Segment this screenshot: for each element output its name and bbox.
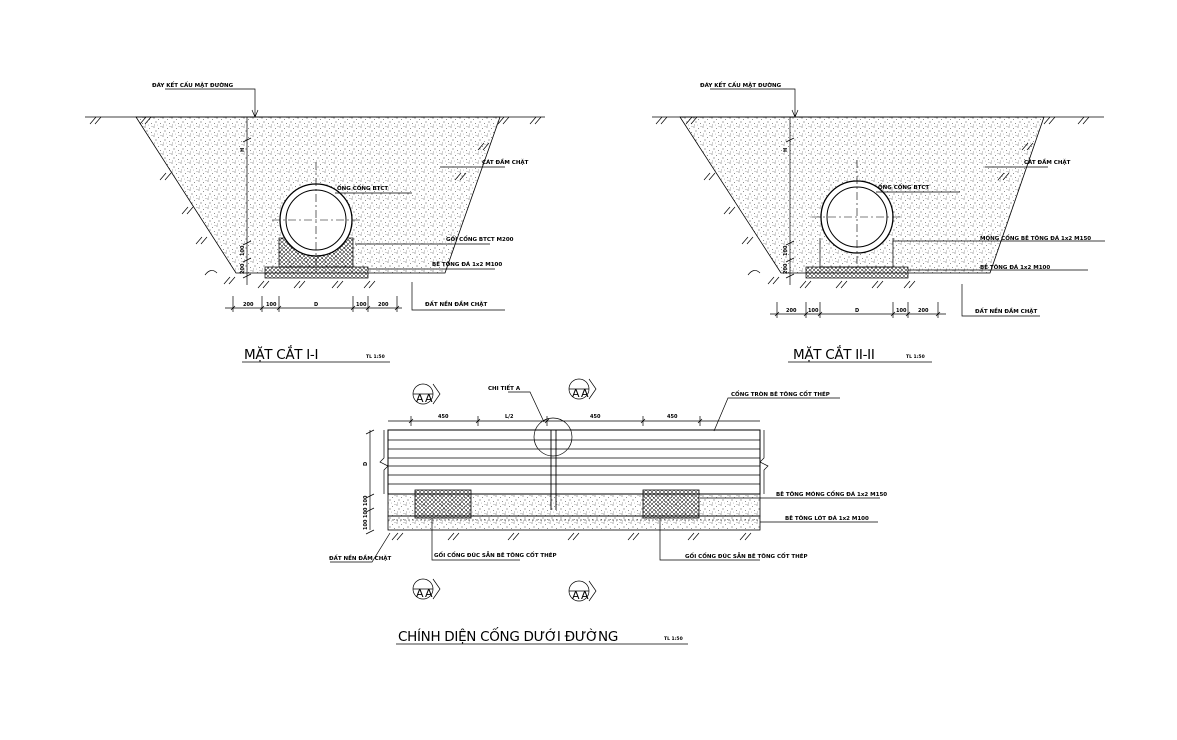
pipe-axis [272,162,360,270]
ground-hatch [89,116,542,289]
label-top-ref: ĐÁY KẾT CẤU MẶT ĐƯỜNG [700,81,782,89]
break-line-right [759,430,769,494]
label-pipe: ỐNG CỐNG BTCT [878,183,929,191]
vdim-0: H [783,148,789,152]
ground-hatch [391,532,752,541]
section-scale: TL 1:50 [906,354,925,360]
bottom-dim-ticks [230,296,400,312]
label-blinding: BÊ TÔNG LÓT ĐÁ 1x2 M100 [785,514,869,522]
dim-0: 200 [243,302,254,308]
svg-text:A: A [581,387,589,400]
vdim-1: 100 [783,245,789,256]
label-cradle: GỐI CỐNG BTCT M200 [446,235,514,243]
svg-text:A: A [425,587,433,600]
label-blinding: BÊ TÔNG ĐÁ 1x2 M100 [432,260,502,268]
joint-rod [550,430,557,510]
dim-2: D [855,308,859,314]
cradle-outline [819,238,894,268]
label-pipe: ỐNG CỐNG BTCT [337,184,388,192]
top-arrow [710,88,799,118]
cradle-left [414,489,472,519]
label-foundation: BÊ TÔNG MÓNG CỐNG ĐÁ 1x2 M150 [776,490,887,498]
dim-4: 200 [918,308,929,314]
top-dim-0: 450 [438,414,449,420]
ground-hatch [655,116,1090,289]
label-top-ref: ĐÁY KẾT CẤU MẶT ĐƯỜNG [152,81,234,89]
elevation: A A A A A A A A 450 L/2 450 450 [329,378,887,645]
elevation-scale: TL 1:50 [664,636,683,642]
dim-0: 200 [786,308,797,314]
detail-circle [533,417,573,457]
vdim-3: 100 [363,519,369,530]
svg-text:A: A [425,392,433,405]
vdim-2: 200 [240,263,246,274]
pipe-lines [388,439,760,485]
svg-text:A: A [572,589,580,602]
label-cradle: MÓNG CỐNG BÊ TÔNG ĐÁ 1x2 M150 [980,234,1091,242]
section-title: MẶT CẮT II-II [793,344,875,363]
label-detail: CHI TIẾT A [488,384,521,392]
blinding-layer [387,515,761,531]
label-ground: ĐẤT NỀN ĐẦM CHẶT [975,306,1038,315]
blinding-layer [805,266,909,279]
pipe-body [387,429,761,495]
section-marker-bottom-left: A A [412,578,441,600]
label-leaders [330,397,880,563]
dim-4: 200 [378,302,389,308]
section-marker-bottom-right: A A [568,580,597,602]
vdim-1: 100 [363,495,369,506]
label-blinding: BÊ TÔNG ĐÁ 1x2 M100 [980,263,1050,271]
label-pipe: CỐNG TRÒN BÊ TÔNG CỐT THÉP [731,390,830,398]
dim-3: 100 [356,302,367,308]
elevation-title: CHÍNH DIỆN CỐNG DƯỚI ĐƯỜNG [398,626,618,645]
top-arrow [165,88,259,118]
section-title: MẶT CẮT I-I [244,344,318,363]
dim-1: 100 [266,302,277,308]
top-dim-ticks [408,416,703,426]
svg-text:A: A [581,589,589,602]
vertical-ticks [785,137,795,279]
svg-text:A: A [416,587,424,600]
pipe-axis [812,160,902,268]
dim-2: D [314,302,318,308]
vertical-ticks [242,137,252,279]
vertical-ticks [365,429,375,535]
slope-arc [204,270,218,276]
detail-leader [508,391,545,423]
top-dim-1: L/2 [505,414,514,420]
bottom-dim-ticks [774,302,941,318]
slope-arc [747,270,761,276]
label-ground: ĐẤT NỀN ĐẦM CHẶT [425,299,488,308]
vdim-0: H [240,148,246,152]
blinding-layer [264,266,369,279]
break-line-left [379,430,389,494]
cradle-right [642,489,700,519]
dim-3: 100 [896,308,907,314]
section-2: ĐÁY KẾT CẤU MẶT ĐƯỜNG CÁT ĐẦM CHẶT ỐNG C… [652,81,1105,363]
label-ground: ĐẤT NỀN ĐẦM CHẶT [329,553,392,562]
svg-text:A: A [572,387,580,400]
vdim-2: 100 [363,507,369,518]
label-backfill: CÁT ĐẦM CHẶT [1024,157,1071,166]
section-1: ĐÁY KẾT CẤU MẶT ĐƯỜNG CÁT ĐẦM CHẶT ỐNG C… [85,81,545,363]
section-marker-top-left: A A [412,383,441,405]
top-dim-2: 450 [590,414,601,420]
label-cradle-left: GỐI CỐNG ĐÚC SẴN BÊ TÔNG CỐT THÉP [434,551,557,559]
dim-1: 100 [808,308,819,314]
label-backfill: CÁT ĐẦM CHẶT [482,157,529,166]
vdim-1: 100 [240,245,246,256]
label-leaders [876,166,1105,317]
section-scale: TL 1:50 [366,354,385,360]
svg-text:A: A [416,392,424,405]
label-leaders [335,166,505,311]
section-marker-top-right: A A [568,378,597,400]
label-cradle-right: GỐI CỐNG ĐÚC SẴN BÊ TÔNG CỐT THÉP [685,552,808,560]
vdim-2: 200 [783,263,789,274]
top-dim-3: 450 [667,414,678,420]
vdim-0: D [363,462,369,466]
